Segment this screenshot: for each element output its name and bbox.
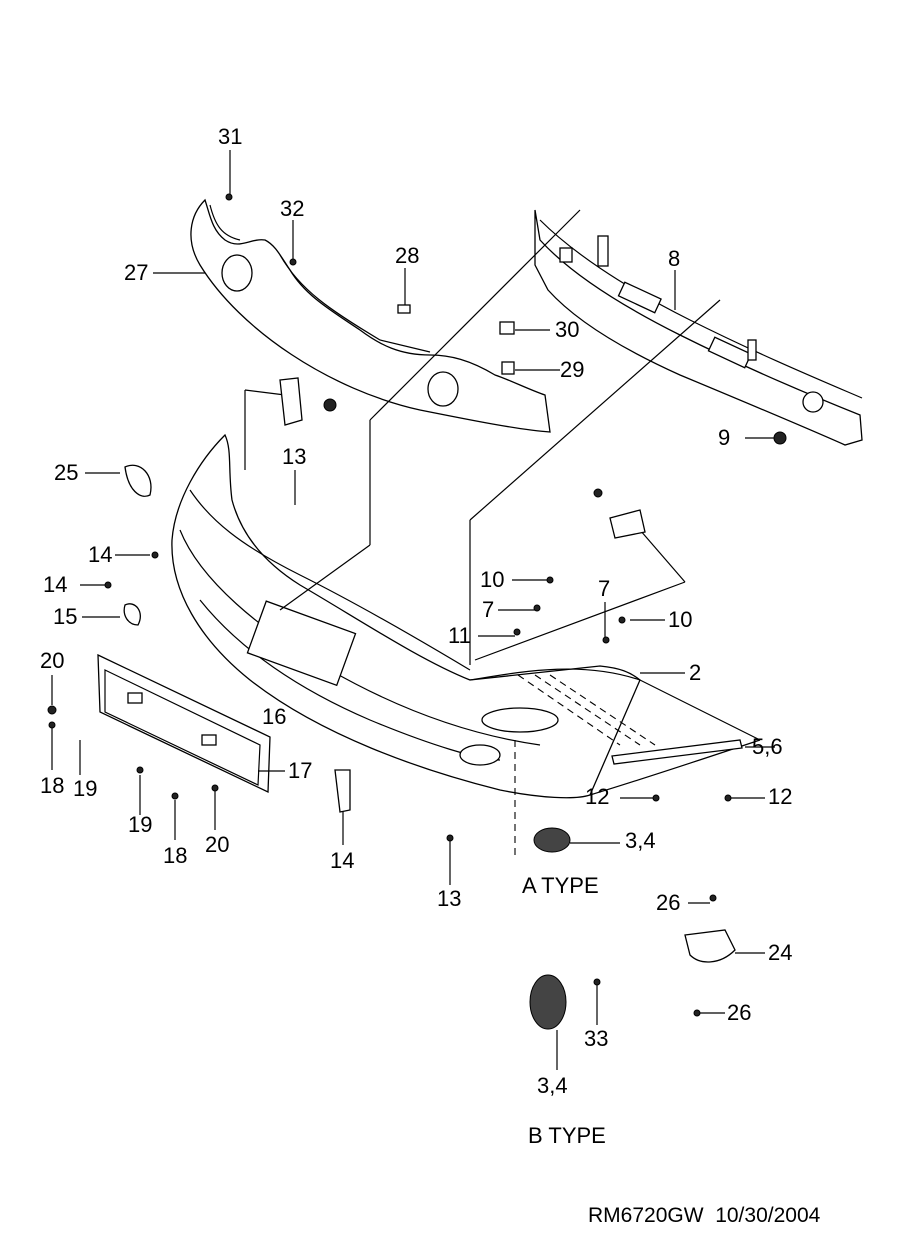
callout-28: 28 [395,243,420,268]
callout-10-a: 10 [480,567,505,592]
callout-29: 29 [560,357,585,382]
license-plate-bracket-part-17 [97,653,271,794]
fasteners [47,193,787,1030]
callout-14-a: 14 [88,542,113,567]
callout-3-4-b: 3,4 [537,1073,568,1098]
callout-14-c: 14 [330,848,355,873]
callout-33: 33 [584,1026,609,1051]
callout-3-4-a: 3,4 [625,828,656,853]
callout-12-a: 12 [585,784,610,809]
energy-absorber-part-27 [190,198,551,433]
callout-15: 15 [53,604,78,629]
callout-12-b: 12 [768,784,793,809]
dashed-leaders [514,674,656,860]
variant-a-type-label: A TYPE [522,873,599,898]
callout-19-b: 19 [128,812,153,837]
callout-14-b: 14 [43,572,68,597]
callout-7-b: 7 [598,576,611,601]
callout-26-a: 26 [656,890,681,915]
callout-24: 24 [768,940,793,965]
callout-31: 31 [218,124,243,149]
callout-27: 27 [124,260,149,285]
bumper-beam-part-8 [534,209,863,446]
callout-17: 17 [288,758,313,783]
callout-8: 8 [668,246,681,271]
callout-16: 16 [262,704,287,729]
callout-20-b: 20 [205,832,230,857]
callout-10-b: 10 [668,607,693,632]
callout-18-a: 18 [40,773,65,798]
callout-5-6: 5,6 [752,734,783,759]
callout-30: 30 [555,317,580,342]
callout-32: 32 [280,196,305,221]
callout-13-bottom: 13 [437,886,462,911]
callout-20-a: 20 [40,648,65,673]
callout-9: 9 [718,425,731,450]
diagram-code: RM6720GW [588,1204,704,1227]
callout-2: 2 [689,660,702,685]
callout-11: 11 [448,623,471,648]
diagram-footer: RM6720GW 10/30/2004 [588,1204,820,1228]
callout-25: 25 [54,460,79,485]
diagram-date: 10/30/2004 [715,1204,821,1227]
variant-b-type-label: B TYPE [528,1123,606,1148]
callout-7-a: 7 [482,597,495,622]
callout-19-a: 19 [73,776,98,801]
callout-26-b: 26 [727,1000,752,1025]
callout-13-top: 13 [282,444,307,469]
callout-18-b: 18 [163,843,188,868]
leader-lines [51,150,775,1070]
bumper-fascia [171,433,761,799]
